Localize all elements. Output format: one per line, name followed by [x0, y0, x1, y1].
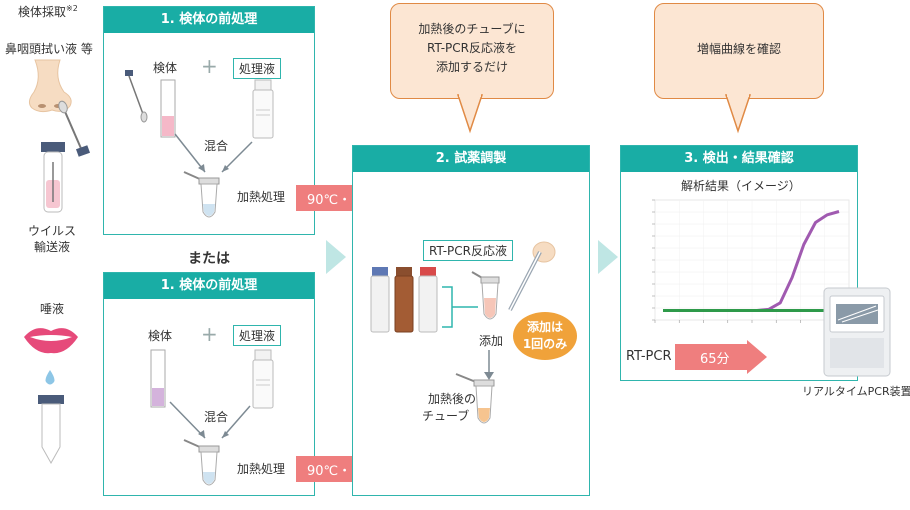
- callout-pointer: [724, 94, 752, 134]
- reaction-tube-icon: [471, 271, 500, 320]
- nasal-swab-label: 鼻咽頭拭い液 等: [5, 42, 93, 56]
- mix-arrows: [174, 133, 253, 173]
- panel-title: 2. 試薬調製: [353, 146, 589, 172]
- sample-tube-icon: [160, 79, 176, 138]
- mix-label: 混合: [204, 410, 229, 424]
- swab-icon: [58, 100, 91, 157]
- duration-arrow: [675, 340, 767, 374]
- callout-line-3: 添加するだけ: [435, 60, 508, 74]
- pcr-device-icon: [823, 287, 891, 377]
- lips-icon: [24, 328, 78, 354]
- flow-chevron-1: [326, 240, 346, 274]
- panel-title: 1. 検体の前処理: [104, 273, 314, 299]
- rtpcr-label: RT-PCR: [626, 349, 672, 364]
- pretreatment-panel-bottom: 1. 検体の前処理: [103, 272, 315, 496]
- once-badge-line-2: 1回のみ: [522, 337, 568, 351]
- heated-tube-label: 加熱後の: [428, 392, 477, 406]
- heated-tube-icon: [455, 373, 495, 424]
- microtube-icon: [183, 439, 220, 486]
- sample-tube-icon: [150, 349, 166, 408]
- microtube-icon: [183, 171, 220, 218]
- sample-collection-label: 検体採取※2: [18, 4, 78, 19]
- or-label: または: [188, 251, 230, 267]
- pcr-device-label: リアルタイムPCR装置: [802, 385, 910, 398]
- callout-line-1: 加熱後のチューブに: [418, 22, 526, 36]
- transport-tube-icon: [41, 142, 65, 213]
- reagent-bottle-icon: [252, 349, 274, 409]
- panel-title: 3. 検出・結果確認: [621, 146, 857, 172]
- heat-label: 加熱処理: [237, 462, 286, 476]
- panel-title: 1. 検体の前処理: [104, 7, 314, 33]
- reagent-label: 処理液: [233, 325, 282, 346]
- reagent-bottle-icon: [252, 79, 274, 139]
- virus-transport-label: ウイルス: [28, 224, 77, 238]
- detect-callout: 増幅曲線を確認: [654, 3, 824, 99]
- virus-transport-label-2: 輸送液: [34, 240, 71, 254]
- heated-tube-label-2: チューブ: [422, 409, 470, 423]
- duration-label: 65分: [700, 352, 730, 367]
- plus-sign: +: [201, 54, 218, 78]
- pipette-icon: [508, 241, 556, 311]
- footnote-mark: ※2: [66, 4, 78, 13]
- analysis-label: 解析結果（イメージ）: [681, 179, 801, 193]
- saliva-tube-icon: [38, 395, 64, 465]
- mix-label: 混合: [204, 139, 229, 153]
- callout-line-2: RT-PCR反応液を: [427, 41, 517, 55]
- reagent-label: 処理液: [233, 58, 282, 79]
- add-down-arrow: [484, 350, 494, 380]
- saliva-label: 唾液: [40, 302, 65, 316]
- mix-arrows: [169, 401, 251, 439]
- reagent-callout: 加熱後のチューブに RT-PCR反応液を 添加するだけ: [390, 3, 554, 99]
- bracket-lines: [442, 286, 478, 328]
- droplet-icon: [45, 370, 55, 385]
- amplification-chart: [652, 199, 850, 323]
- once-badge: 添加は 1回のみ: [513, 312, 577, 360]
- once-badge-line-1: 添加は: [526, 320, 563, 334]
- detect-callout-text: 増幅曲線を確認: [696, 42, 781, 56]
- add-label: 添加: [479, 334, 504, 348]
- flow-chevron-2: [598, 240, 618, 274]
- heat-label: 加熱処理: [237, 190, 286, 204]
- sample-label: 検体: [153, 61, 178, 75]
- sample-label: 検体: [148, 329, 173, 343]
- swab-mini-icon: [125, 70, 148, 123]
- plus-sign: +: [201, 322, 218, 346]
- reagent-vials-icon: [370, 267, 438, 333]
- rtpcr-reagent-label: RT-PCR反応液: [423, 240, 513, 261]
- callout-pointer: [456, 94, 484, 134]
